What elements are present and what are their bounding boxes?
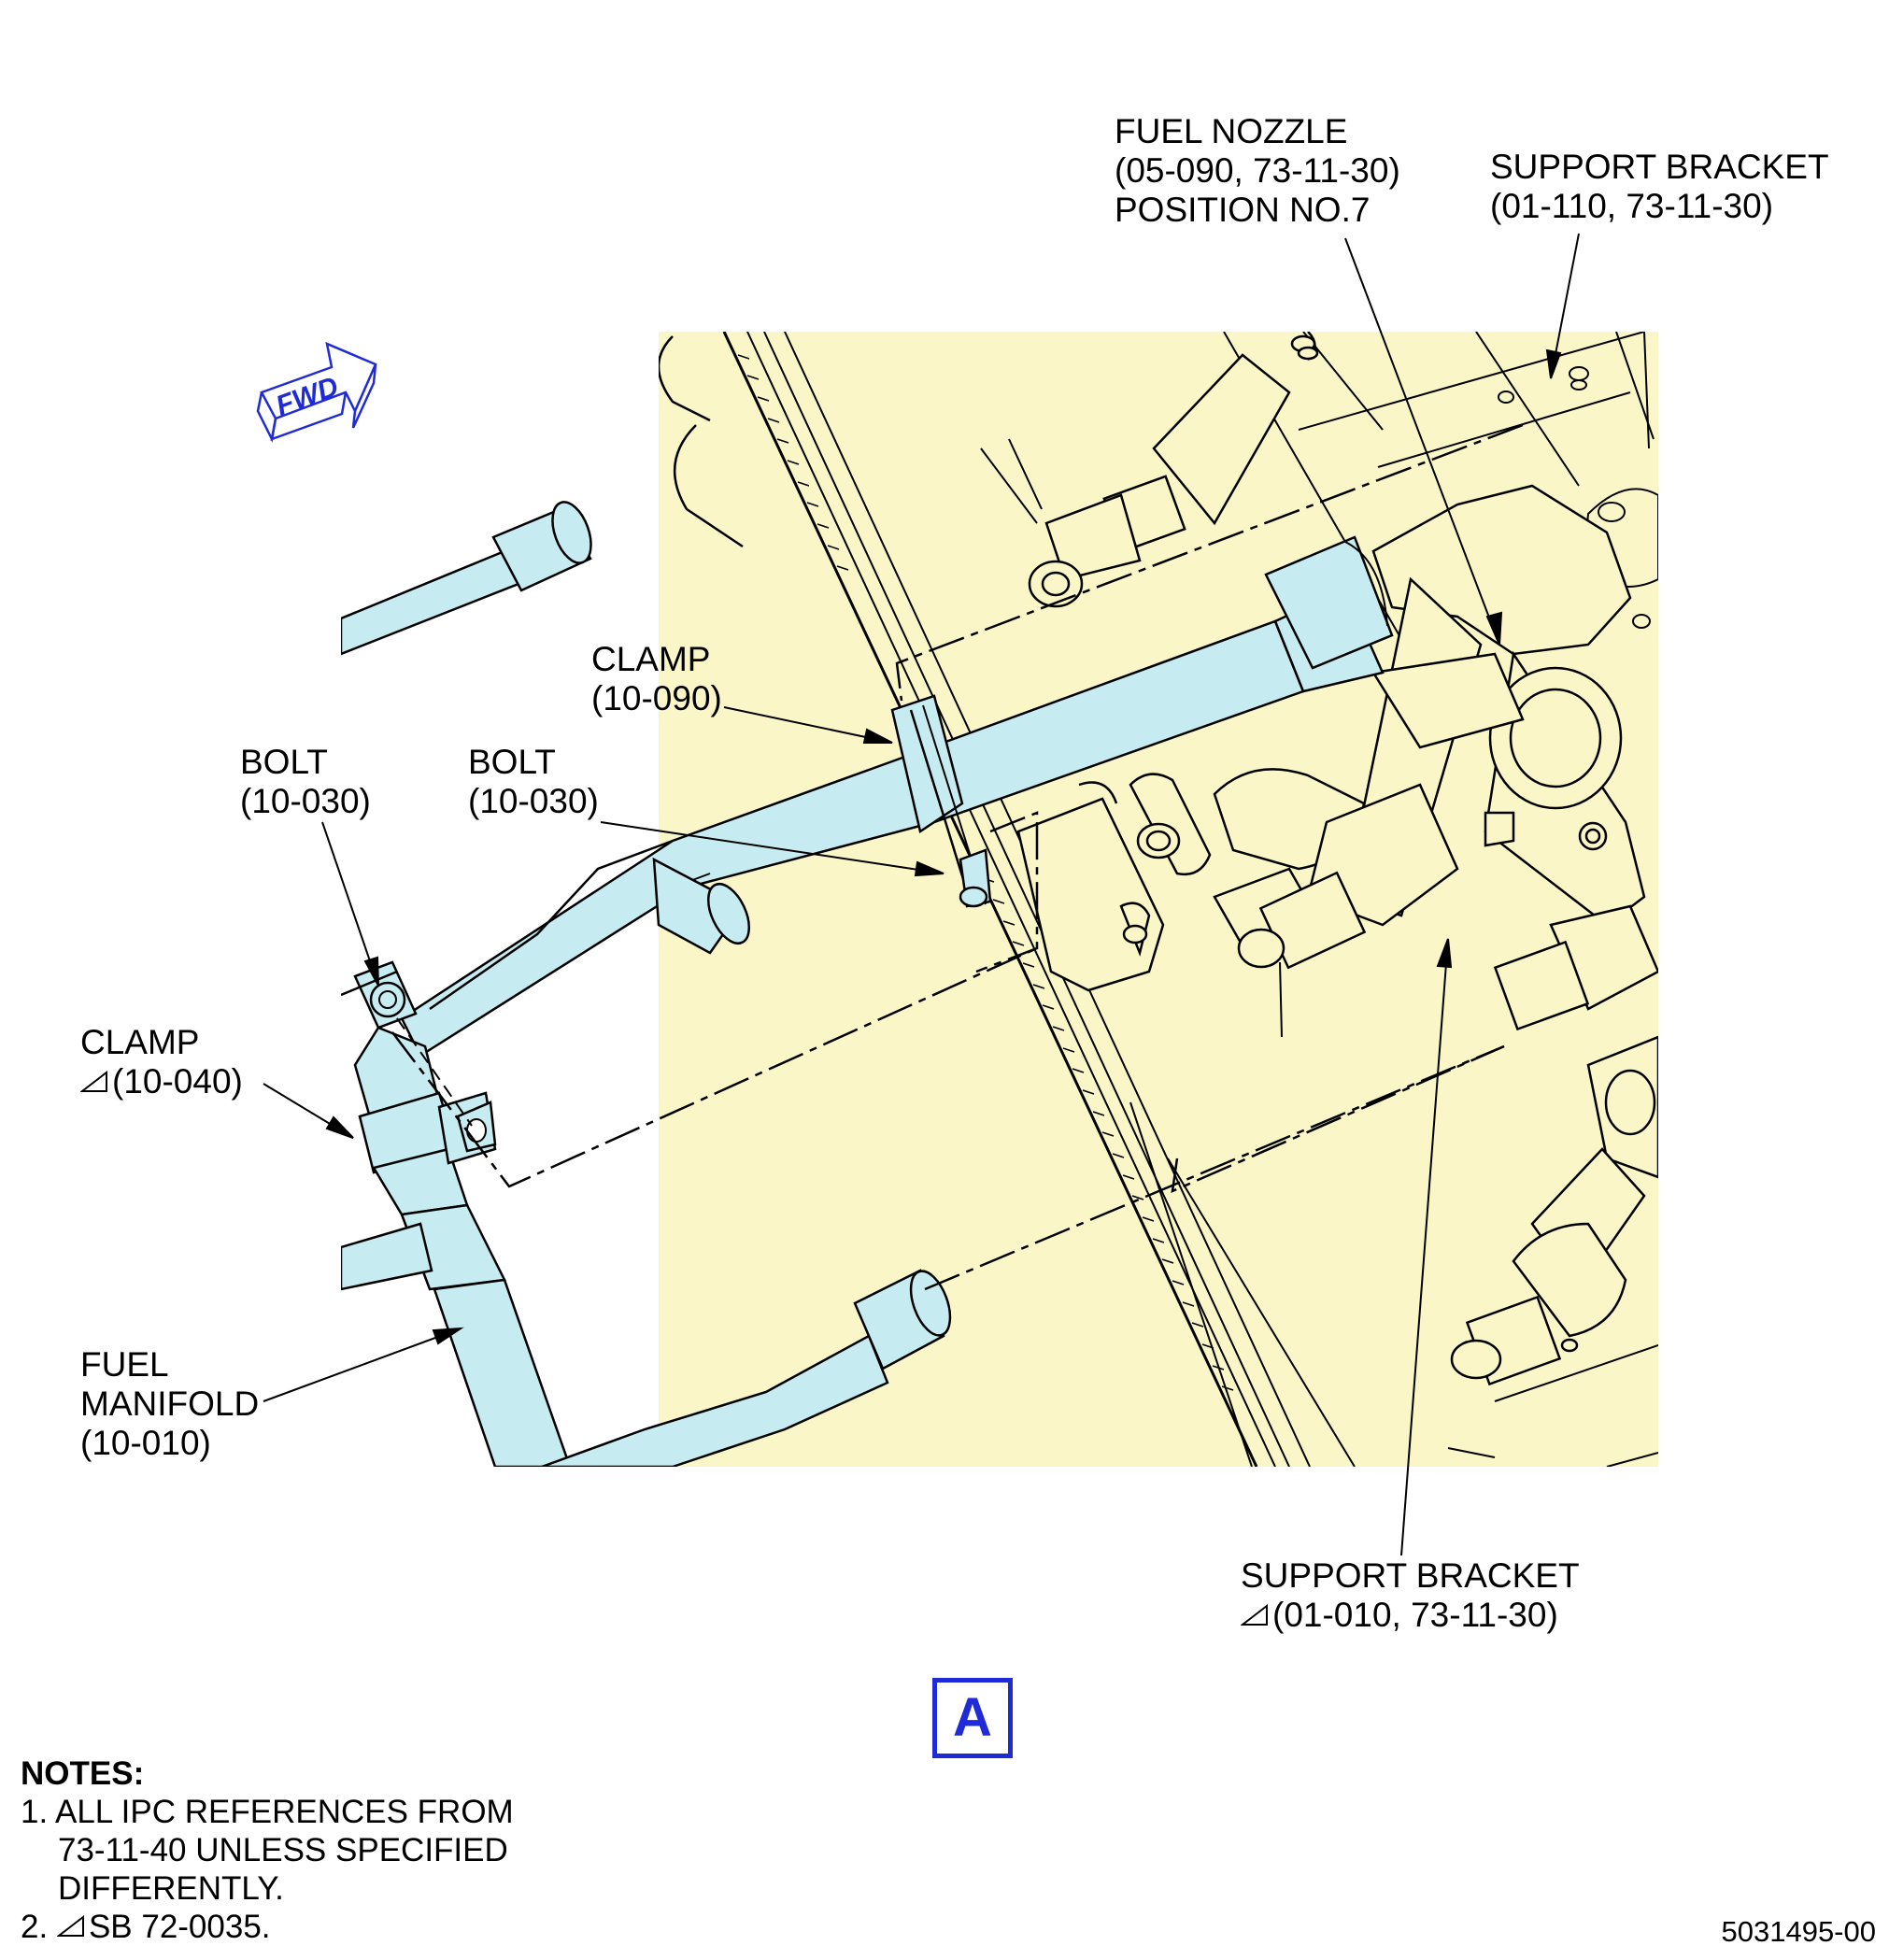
- drawing-number: 5031495-00: [1721, 1915, 1877, 1948]
- leader-lines: [263, 233, 1580, 1556]
- notes-block: NOTES: 1. ALL IPC REFERENCES FROM 73-11-…: [21, 1754, 514, 1946]
- callout-text: FUEL NOZZLE: [1115, 112, 1348, 150]
- callout-text: CLAMP: [80, 1023, 200, 1061]
- sb-note-triangle-icon: [79, 1062, 112, 1101]
- callout-text: BOLT: [240, 743, 328, 781]
- callout-text: (10-040): [112, 1062, 243, 1101]
- callout-text: FUEL: [80, 1345, 169, 1384]
- callout-text: SUPPORT BRACKET: [1241, 1556, 1580, 1595]
- note-1-line: DIFFERENTLY.: [58, 1870, 284, 1907]
- view-a-label: A: [932, 1678, 1013, 1758]
- sb-note-triangle-icon: [1240, 1596, 1272, 1635]
- sb-note-triangle-icon: [55, 1908, 89, 1946]
- note-2-number: 2.: [21, 1909, 49, 1945]
- note-2-line: 2. SB 72-0035.: [21, 1908, 514, 1946]
- callout-clamp-10-040: CLAMP (10-040): [79, 1023, 243, 1101]
- callout-text: (05-090, 73-11-30): [1115, 151, 1400, 190]
- callout-text: BOLT: [468, 743, 556, 781]
- callout-fuel-nozzle: FUEL NOZZLE (05-090, 73-11-30) POSITION …: [1115, 112, 1400, 230]
- callout-text: POSITION NO.7: [1115, 191, 1371, 229]
- note-1-line: 73-11-40 UNLESS SPECIFIED: [58, 1832, 508, 1868]
- callout-clamp-10-090: CLAMP (10-090): [591, 640, 722, 718]
- callout-text: (10-010): [80, 1424, 211, 1462]
- callout-line: (01-010, 73-11-30): [1240, 1596, 1580, 1635]
- fuel-manifold-tubing: [341, 501, 1505, 1467]
- notes-heading: NOTES:: [21, 1755, 145, 1792]
- callout-bolt-left: BOLT (10-030): [240, 743, 371, 821]
- callout-text: (10-030): [468, 782, 599, 820]
- callout-support-bracket-top: SUPPORT BRACKET (01-110, 73-11-30): [1490, 148, 1829, 226]
- callout-text: (01-010, 73-11-30): [1272, 1596, 1558, 1634]
- note-1-line: 1. ALL IPC REFERENCES FROM: [21, 1794, 514, 1830]
- callout-text: MANIFOLD: [80, 1385, 260, 1423]
- callout-bolt-right: BOLT (10-030): [468, 743, 599, 821]
- callout-line: (10-040): [79, 1062, 243, 1101]
- callout-text: (10-090): [591, 679, 722, 717]
- fwd-arrow-icon: [256, 341, 377, 443]
- callout-support-bracket-bottom: SUPPORT BRACKET (01-010, 73-11-30): [1240, 1556, 1580, 1635]
- callout-text: CLAMP: [591, 640, 711, 678]
- callout-text: (01-110, 73-11-30): [1490, 187, 1774, 225]
- callout-text: (10-030): [240, 782, 371, 820]
- callout-fuel-manifold: FUEL MANIFOLD (10-010): [80, 1345, 259, 1463]
- note-2-text: SB 72-0035.: [88, 1909, 271, 1945]
- callout-text: SUPPORT BRACKET: [1490, 148, 1829, 186]
- engine-casing: [659, 332, 1658, 1467]
